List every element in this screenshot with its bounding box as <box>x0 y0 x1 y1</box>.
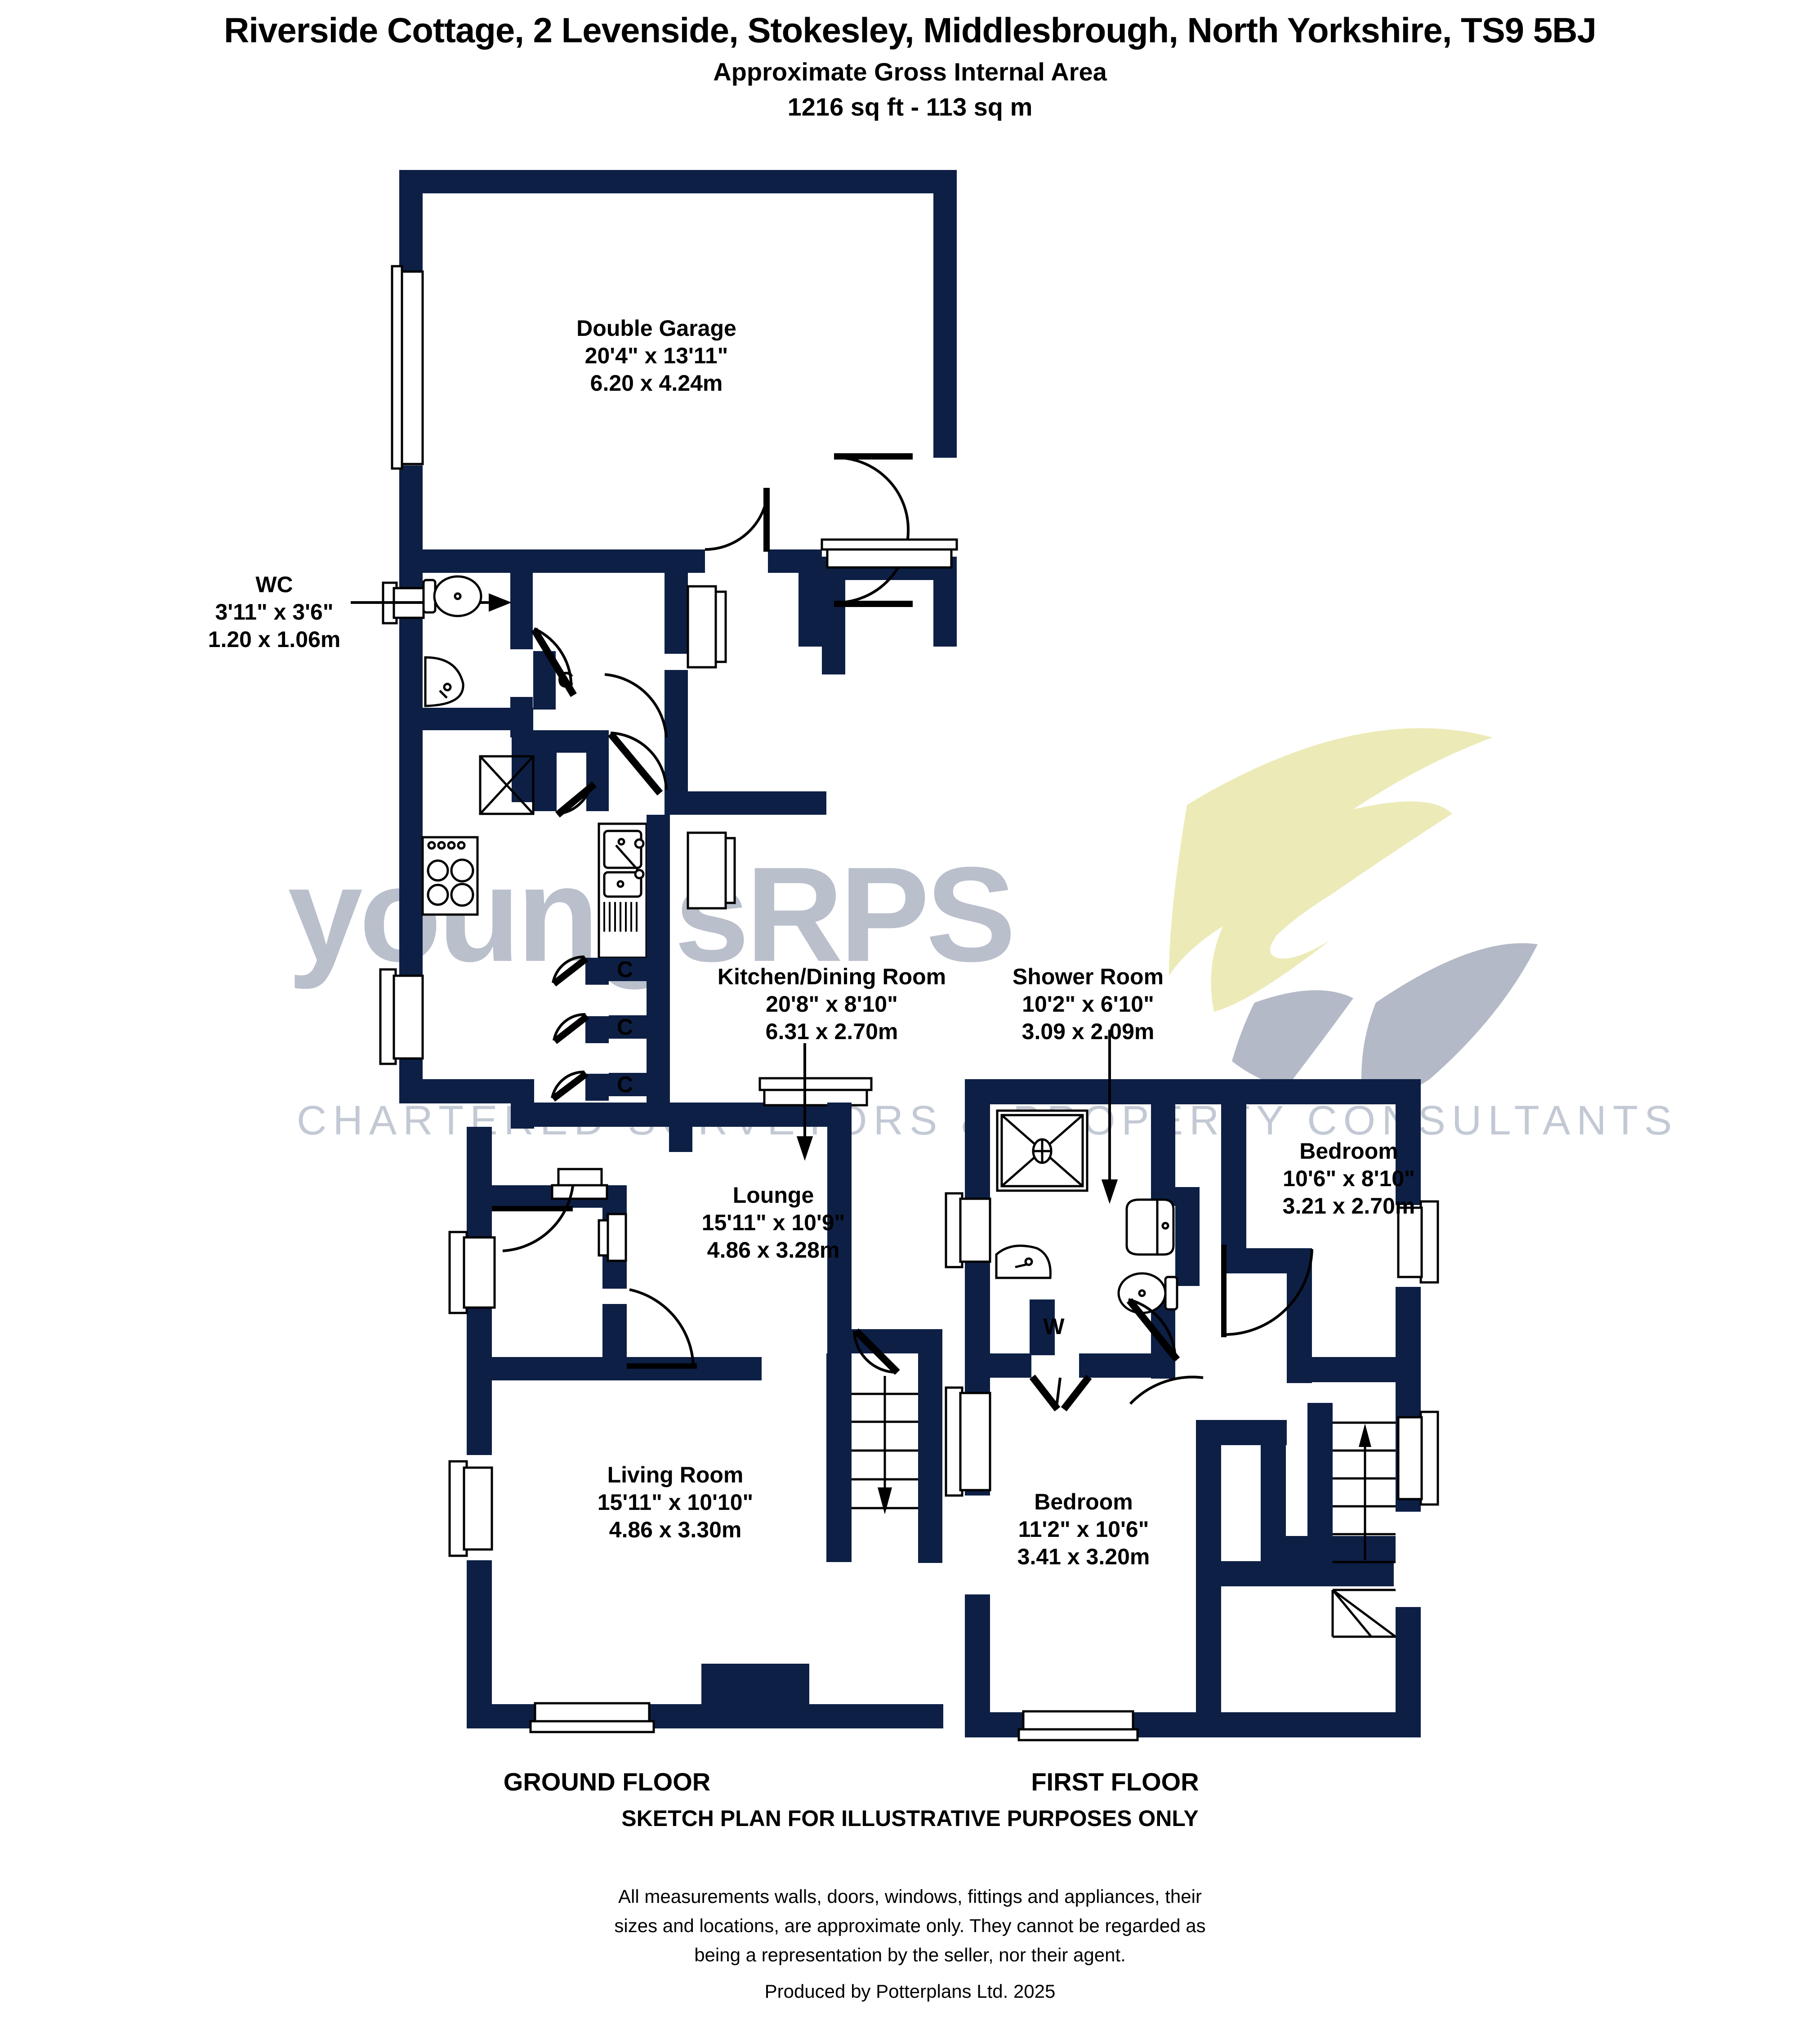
door-hall-to-lounge <box>604 673 668 738</box>
arrow-kitchen-down <box>796 1043 813 1161</box>
marker-wardrobe-bedroom-2: W <box>1043 1314 1065 1339</box>
window-kitchen-bottom <box>758 1077 873 1107</box>
room-label-kitchen-dining: Kitchen/Dining Room 20'8" x 8'10" 6.31 x… <box>717 964 946 1044</box>
door-leaf-cup-k2 <box>553 1013 589 1044</box>
room-label-wc: WC 3'11" x 3'6" 1.20 x 1.06m <box>208 572 341 652</box>
disclaimer-line-2: sizes and locations, are approximate onl… <box>614 1915 1206 1937</box>
area-caption: Approximate Gross Internal Area <box>713 58 1107 86</box>
wc-hall-walls <box>399 573 826 1103</box>
window-bedroom-2-left <box>945 1386 991 1497</box>
plan-header: Riverside Cottage, 2 Levenside, Stokesle… <box>0 0 1820 120</box>
door-cupboard-kitchen-3 <box>551 1070 585 1098</box>
room-label-living-room: Living Room 15'11" x 10'10" 4.86 x 3.30m <box>597 1462 754 1542</box>
window-landing-right <box>1397 1411 1439 1506</box>
floor-label-ground: GROUND FLOOR <box>503 1768 711 1796</box>
room-label-lounge: Lounge 15'11" x 10'9" 4.86 x 3.28m <box>701 1183 845 1263</box>
door-leaf-under-stairs <box>853 1328 900 1375</box>
sink-icon <box>598 822 648 959</box>
door-cupboard-kitchen-2 <box>553 1013 586 1041</box>
window-hall-right <box>687 585 727 669</box>
ground-floor-plan <box>351 170 958 1733</box>
door-cupboard-kitchen-1 <box>552 955 585 983</box>
door-leaf-shower <box>1126 1298 1180 1362</box>
door-under-stairs <box>853 1330 897 1374</box>
door-leaf-wardrobe-r <box>1061 1375 1092 1411</box>
door-leaf-garage-hall <box>763 488 770 552</box>
window-kitchen-left <box>379 968 424 1065</box>
window-bedroom-2-bottom <box>1017 1710 1139 1741</box>
window-utility-top <box>821 538 958 569</box>
door-bedroom-1 <box>1225 1249 1313 1336</box>
door-garage-to-hall <box>705 487 769 551</box>
first-staircase <box>1331 1421 1396 1638</box>
page-title: Riverside Cottage, 2 Levenside, Stokesle… <box>224 10 1597 50</box>
room-label-bedroom-1: Bedroom 10'6" x 8'10" 3.21 x 2.70m <box>1282 1138 1415 1219</box>
door-lounge-inner <box>629 1288 695 1368</box>
door-leaf-cup-k1 <box>552 956 589 987</box>
ground-staircase <box>852 1376 918 1509</box>
door-leaf-wardrobe-l <box>1029 1375 1061 1411</box>
door-lounge-outer <box>502 1186 574 1252</box>
window-lounge-partition <box>551 1168 627 1262</box>
window-shower-room <box>945 1192 991 1268</box>
door-leaf-bedroom-2 <box>1129 1379 1203 1406</box>
door-leaf-garage-top <box>834 453 913 460</box>
window-kitchen <box>687 831 736 910</box>
door-shower-room <box>1128 1298 1177 1361</box>
cupboard-hatch <box>479 755 535 815</box>
toilet-wc-icon <box>422 575 482 617</box>
door-leaf-hall-kitchen <box>607 731 663 796</box>
door-leaf-lounge-outer <box>492 1206 573 1211</box>
window-bedroom-1 <box>1397 1200 1439 1284</box>
door-hall-to-kitchen <box>610 732 668 790</box>
hob-icon <box>421 836 479 916</box>
door-bedroom-2 <box>1129 1375 1204 1405</box>
room-label-double-garage: Double Garage 20'4" x 13'11" 6.20 x 4.24… <box>576 316 736 396</box>
door-wc <box>533 627 573 691</box>
basin-first-icon <box>995 1245 1052 1279</box>
door-leaf-garage-bottom <box>834 601 913 607</box>
door-leaf-lounge-inner <box>627 1363 697 1369</box>
marker-cupboard-hall: C <box>557 667 574 692</box>
marker-cupboard-kitchen-3: C <box>616 1072 633 1097</box>
marker-cupboard-kitchen-1: C <box>616 957 633 982</box>
stairs-down-arrow <box>878 1487 892 1514</box>
bidet-icon <box>1125 1198 1175 1256</box>
floor-label-first: FIRST FLOOR <box>1031 1768 1199 1796</box>
door-leaf-wc <box>531 627 577 697</box>
stairs-up-arrow <box>1359 1424 1371 1447</box>
door-leaf-bedroom-1 <box>1221 1245 1227 1337</box>
sketch-note: SKETCH PLAN FOR ILLUSTRATIVE PURPOSES ON… <box>621 1806 1199 1831</box>
door-leaf-cup-k3 <box>551 1071 589 1102</box>
shower-tray-icon <box>996 1109 1088 1192</box>
first-floor-plan <box>945 1030 1439 1741</box>
window-living-left <box>448 1460 493 1557</box>
area-value: 1216 sq ft - 113 sq m <box>787 93 1033 121</box>
marker-cupboard-kitchen-2: C <box>616 1014 633 1040</box>
room-label-bedroom-2: Bedroom 11'2" x 10'6" 3.41 x 3.20m <box>1017 1489 1150 1569</box>
window-lounge-left <box>448 1231 496 1314</box>
disclaimer: All measurements walls, doors, windows, … <box>0 1882 1820 1969</box>
basin-wc-icon <box>424 656 464 707</box>
window-living-bottom <box>529 1702 655 1733</box>
arrow-shower-room <box>1101 1030 1118 1204</box>
produced-by: Produced by Potterplans Ltd. 2025 <box>764 1981 1056 2002</box>
door-leaf-cupboard-hall <box>555 781 597 818</box>
lounge-living-walls <box>467 1103 943 1728</box>
window-garage-left <box>391 265 424 470</box>
disclaimer-line-1: All measurements walls, doors, windows, … <box>618 1886 1202 1907</box>
disclaimer-line-3: being a representation by the seller, no… <box>694 1944 1126 1966</box>
room-label-shower-room: Shower Room 10'2" x 6'10" 3.09 x 2.09m <box>1012 964 1164 1044</box>
